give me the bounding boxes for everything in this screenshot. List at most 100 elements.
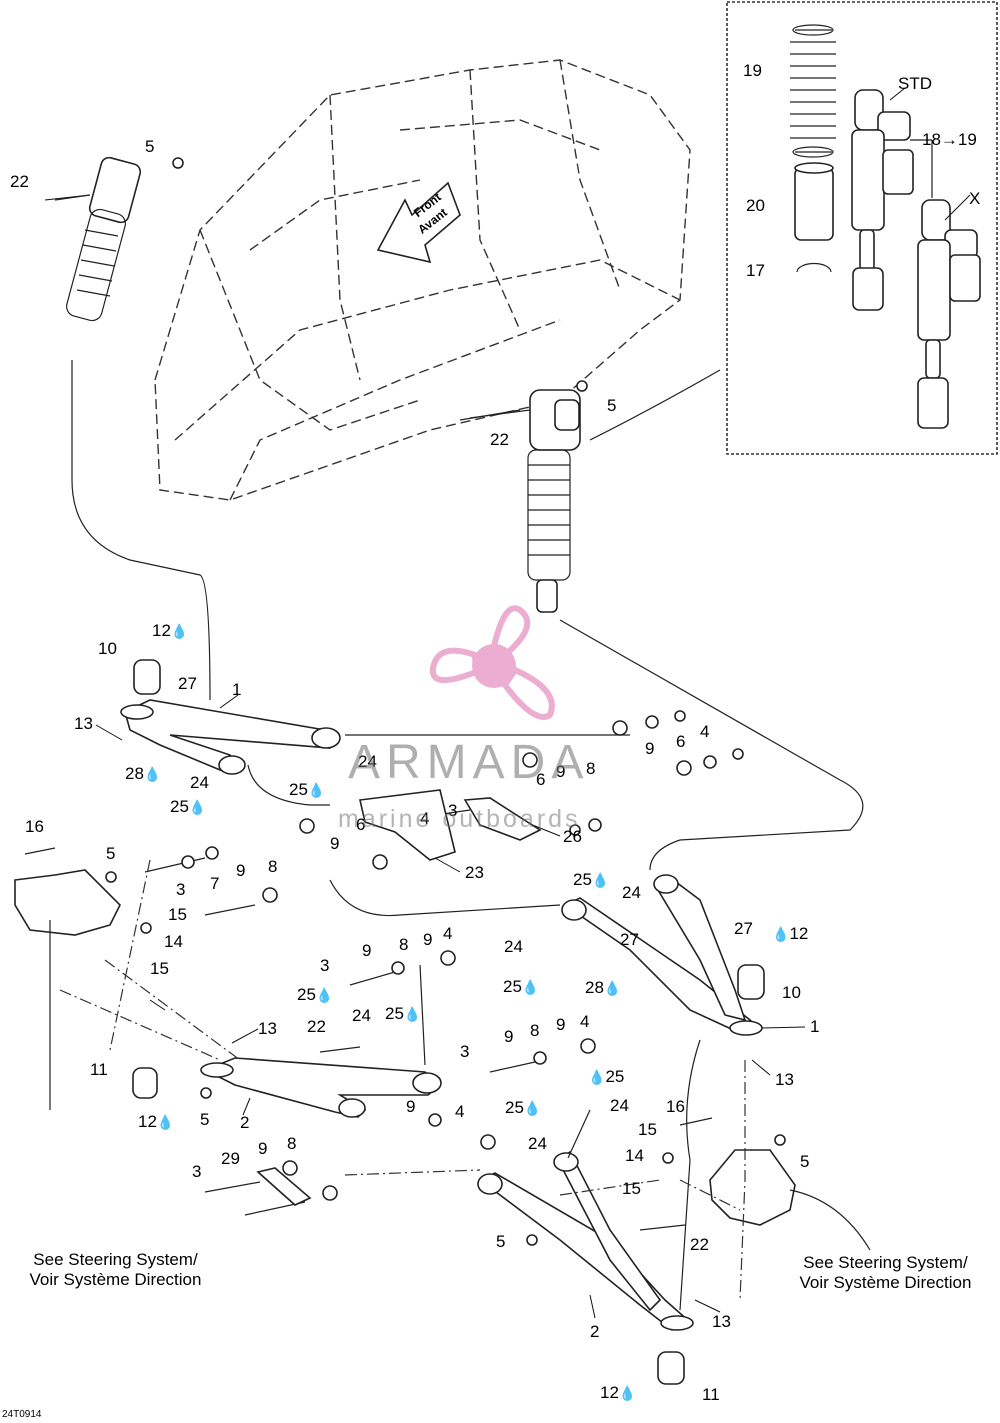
see-steering-note-right: See Steering System/ Voir Système Direct… — [778, 1253, 993, 1293]
front-direction-arrow — [376, 181, 461, 264]
callout-9-r2: 9 — [556, 762, 566, 781]
pivot-brackets — [256, 789, 542, 1206]
callout-26-ll2: 25💧 — [385, 1004, 422, 1023]
upper-left-a-arm — [120, 699, 341, 775]
callout-25-lr2: 24 — [528, 1134, 547, 1153]
inset-x-shock — [917, 199, 981, 429]
callout-5-center: 5 — [607, 396, 617, 415]
callout-29-ul: 28💧 — [125, 764, 162, 783]
callout-1-ul: 1 — [232, 680, 242, 699]
callout-13-ul: 13 — [74, 714, 93, 733]
lower-left-a-arm — [200, 1057, 442, 1118]
callout-11-lr: 11 — [702, 1385, 720, 1404]
callout-28-ur2: 27 — [734, 919, 753, 938]
callout-4-ll3: 4 — [455, 1102, 465, 1121]
callout-5-lr: 5 — [800, 1152, 810, 1171]
callout-9-ll3: 9 — [406, 1097, 416, 1116]
oil-drop-icon: 💧 — [588, 1069, 606, 1085]
callout-8-lk: 8 — [268, 857, 278, 876]
callout-25-c: 24 — [358, 752, 377, 771]
callout-5-ll: 5 — [200, 1110, 210, 1129]
callout-4-lr: 4 — [580, 1012, 590, 1031]
callout-26-ur: 25💧 — [573, 870, 610, 889]
callout-3-lk: 3 — [176, 880, 186, 899]
oil-drop-icon: 💧 — [170, 623, 189, 639]
callout-1-ur: 1 — [810, 1017, 820, 1036]
shock-options-inset-frame — [726, 1, 998, 455]
oil-drop-icon: 💧 — [603, 980, 622, 996]
callout-5-l: 5 — [106, 844, 116, 863]
callout-14-l: 14 — [164, 932, 183, 951]
callout-3-lr: 3 — [460, 1042, 470, 1061]
callout-21: 20 — [746, 196, 765, 215]
callout-9-lk: 9 — [236, 861, 246, 880]
diagram-reference-code: 24T0914 — [2, 1409, 42, 1420]
callout-9-ll: 9 — [362, 941, 372, 960]
oil-drop-icon: 💧 — [307, 782, 326, 798]
upper-left-ball-joint — [133, 659, 161, 695]
callout-3-ll: 3 — [320, 956, 330, 975]
upper-right-a-arm — [561, 874, 763, 1036]
callout-27: 29 — [221, 1149, 240, 1168]
callout-26-c: 25💧 — [289, 780, 326, 799]
see-steering-left-line2: Voir Système Direction — [29, 1270, 202, 1289]
callout-26-ur2: 25💧 — [503, 977, 540, 996]
vehicle-frame — [154, 59, 691, 501]
callout-22-center: 22 — [490, 430, 509, 449]
oil-drop-icon: 💧 — [188, 799, 207, 815]
callout-3-ll4: 3 — [192, 1162, 202, 1181]
oil-drop-icon: 💧 — [618, 1385, 637, 1401]
callout-14-lr: 14 — [625, 1146, 644, 1165]
leader-lines — [95, 694, 806, 1319]
see-steering-left-line1: See Steering System/ — [33, 1250, 198, 1269]
callout-23: 23 — [465, 863, 484, 882]
callout-4-ll: 4 — [443, 924, 453, 943]
callout-8-lr: 8 — [530, 1021, 540, 1040]
callout-17-l: 16 — [25, 817, 44, 836]
callout-16-l: 15 — [168, 905, 187, 924]
callout-6-r2: 6 — [536, 770, 546, 789]
callout-26-lr2: 25💧 — [505, 1098, 542, 1117]
callout-6-l: 6 — [356, 815, 366, 834]
x-shock-label: X — [969, 189, 981, 208]
see-steering-right-line2: Voir Système Direction — [799, 1273, 972, 1292]
left-steering-knuckle — [14, 869, 121, 936]
oil-drop-icon: 💧 — [521, 979, 540, 995]
callout-15-l: 15 — [150, 959, 169, 978]
inset-spring — [790, 24, 836, 158]
callout-29-ur: 28💧 — [585, 978, 622, 997]
oil-drop-icon: 💧 — [143, 766, 162, 782]
lower-left-ball-joint — [132, 1067, 158, 1099]
center-shock-absorber — [469, 380, 588, 613]
right-steering-knuckle — [709, 1149, 796, 1226]
callout-9-r1: 9 — [645, 739, 655, 758]
watermark-name: ARMADA — [348, 736, 590, 789]
callout-17-lr: 16 — [666, 1097, 685, 1116]
callout-16-lr: 15 — [638, 1120, 657, 1139]
oil-drop-icon: 💧 — [403, 1006, 422, 1022]
callout-25-ll: 24 — [352, 1006, 371, 1025]
callout-4-r1: 4 — [700, 722, 710, 741]
oil-drop-icon: 💧 — [315, 987, 334, 1003]
callout-26-ll: 25💧 — [297, 985, 334, 1004]
oil-drop-icon: 💧 — [523, 1100, 542, 1116]
callout-25-lr: 24 — [610, 1096, 629, 1115]
see-steering-note-left: See Steering System/ Voir Système Direct… — [8, 1250, 223, 1290]
callout-8-ll: 8 — [399, 935, 409, 954]
lower-right-ball-joint — [657, 1351, 685, 1385]
inset-sleeve — [794, 162, 834, 241]
inset-clip — [796, 262, 832, 273]
callout-8-ll4: 8 — [287, 1134, 297, 1153]
callout-20: 19 — [743, 61, 762, 80]
callout-7-lk: 7 — [210, 874, 220, 893]
callout-9-l: 9 — [330, 834, 340, 853]
callout-10-ul: 10 — [98, 639, 117, 658]
callout-12-ul: 12💧 — [152, 621, 189, 640]
watermark-logo — [429, 605, 555, 720]
upper-right-ball-joint — [737, 964, 765, 1000]
callout-11-ll: 11 — [90, 1060, 108, 1079]
lower-right-a-arm — [477, 1150, 694, 1331]
callout-28-ur: 27 — [620, 930, 639, 949]
callout-25-ur: 24 — [622, 883, 641, 902]
